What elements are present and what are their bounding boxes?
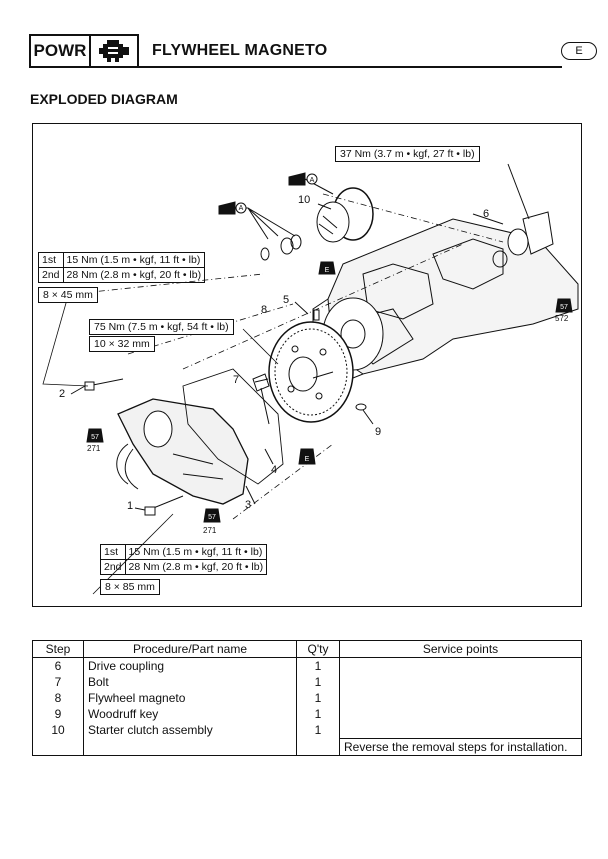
procedure-table: Step Procedure/Part name Q'ty Service po… (32, 640, 582, 756)
page-header: POWR FLYWHEEL MAGNETO E (29, 34, 597, 68)
sealant-57-symbol-3: 57 (208, 514, 216, 521)
table-row: 7 Bolt 1 (32, 674, 582, 690)
exploded-diagram: A A E E 57 57 57 1 2 3 4 5 6 7 8 9 10 27… (32, 123, 582, 607)
service-point (339, 674, 582, 690)
callout-7: 7 (233, 374, 240, 386)
step-number: 9 (32, 706, 84, 722)
col-qty: Q'ty (296, 640, 340, 658)
torque-value: 15 Nm (1.5 m • kgf, 11 ft • lb) (124, 544, 268, 560)
section-code: POWR (29, 34, 91, 68)
quantity: 1 (296, 657, 340, 674)
step-number: 7 (32, 674, 84, 690)
grease-a-symbol-2: A (310, 177, 315, 184)
callout-4: 4 (271, 464, 278, 476)
sealant-57-symbol-2: 57 (91, 434, 99, 441)
service-point (339, 657, 582, 674)
part-name: Starter clutch assembly (83, 722, 297, 739)
part-name: Bolt (83, 674, 297, 690)
torque-stage: 1st (38, 252, 64, 268)
callout-5: 5 (283, 294, 290, 306)
quantity: 1 (296, 674, 340, 690)
bolt-size-cover: 8 × 45 mm (38, 287, 98, 303)
part-name: Woodruff key (83, 706, 297, 722)
oil-e-symbol-1: E (325, 267, 330, 274)
service-point (339, 722, 582, 739)
step-number: 8 (32, 690, 84, 706)
torque-value: 15 Nm (1.5 m • kgf, 11 ft • lb) (62, 252, 206, 268)
sealant-ref-cover-lower: 271 (203, 526, 217, 535)
part-name: Flywheel magneto (83, 690, 297, 706)
col-service: Service points (339, 640, 582, 658)
table-row: 6 Drive coupling 1 (32, 657, 582, 674)
step-number: 10 (32, 722, 84, 739)
callout-9: 9 (375, 426, 382, 438)
service-point (339, 706, 582, 722)
step-number (32, 738, 84, 756)
quantity: 1 (296, 690, 340, 706)
page-title: FLYWHEEL MAGNETO (152, 42, 328, 59)
torque-stage: 1st (100, 544, 126, 560)
sealant-57-symbol-1: 57 (560, 304, 568, 311)
quantity: 1 (296, 722, 340, 739)
quantity: 1 (296, 706, 340, 722)
torque-stage: 2nd (100, 559, 126, 575)
table-row: Reverse the removal steps for installati… (32, 738, 582, 756)
bolt-size-flywheel: 10 × 32 mm (89, 336, 155, 352)
part-name (83, 738, 297, 756)
service-point (339, 690, 582, 706)
sealant-ref-coupling: 572 (555, 314, 569, 323)
quantity (296, 738, 340, 756)
callout-1: 1 (127, 500, 134, 512)
col-step: Step (32, 640, 84, 658)
callout-8: 8 (261, 304, 268, 316)
sealant-ref-cover-bolt: 271 (87, 444, 101, 453)
table-row: 9 Woodruff key 1 (32, 706, 582, 722)
oil-e-symbol-2: E (305, 456, 310, 463)
service-point: Reverse the removal steps for installati… (339, 738, 582, 756)
table-row: 8 Flywheel magneto 1 (32, 690, 582, 706)
bolt-size-cover-lower: 8 × 85 mm (100, 579, 160, 595)
section-title: EXPLODED DIAGRAM (30, 91, 178, 107)
torque-value: 28 Nm (2.8 m • kgf, 20 ft • lb) (124, 559, 268, 575)
callout-3: 3 (245, 499, 252, 511)
step-number: 6 (32, 657, 84, 674)
callout-6: 6 (483, 208, 490, 220)
torque-spec-flywheel: 75 Nm (7.5 m • kgf, 54 ft • lb) (89, 319, 234, 335)
table-row: 10 Starter clutch assembly 1 (32, 722, 582, 739)
torque-stage: 2nd (38, 267, 64, 283)
table-header-row: Step Procedure/Part name Q'ty Service po… (32, 640, 582, 658)
diagram-illustration: A A E E 57 57 57 (42, 163, 579, 595)
callout-10: 10 (298, 194, 311, 206)
header-rule (139, 66, 562, 68)
col-procedure: Procedure/Part name (83, 640, 297, 658)
torque-value: 28 Nm (2.8 m • kgf, 20 ft • lb) (62, 267, 206, 283)
part-name: Drive coupling (83, 657, 297, 674)
torque-spec-coupling: 37 Nm (3.7 m • kgf, 27 ft • lb) (335, 146, 480, 162)
engine-section-icon (89, 34, 139, 68)
grease-a-symbol-1: A (239, 205, 244, 212)
callout-2: 2 (59, 388, 66, 400)
language-badge: E (561, 42, 597, 60)
